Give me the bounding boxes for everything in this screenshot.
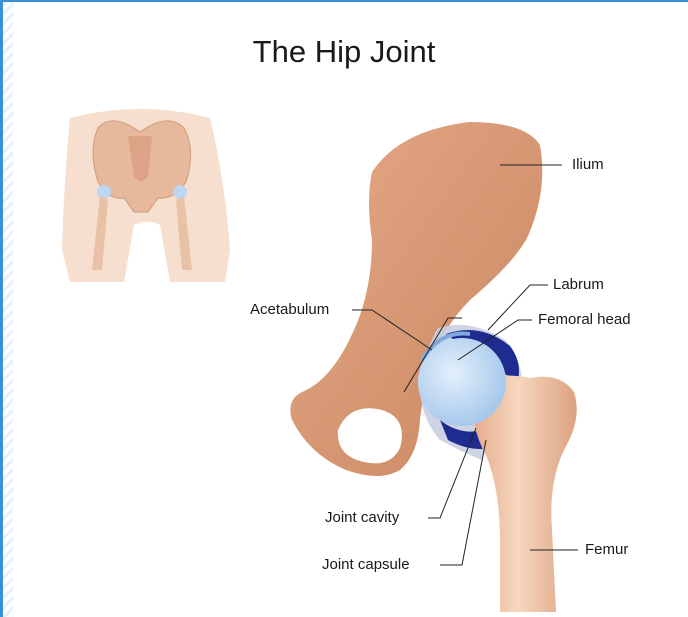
- left-hip-joint: [97, 185, 111, 199]
- pelvis-thumbnail: [62, 109, 230, 282]
- right-hip-joint: [173, 185, 187, 199]
- label-ilium: Ilium: [572, 156, 604, 173]
- femoral-head: [418, 338, 506, 426]
- label-joint-capsule: Joint capsule: [322, 556, 410, 573]
- label-joint-cavity: Joint cavity: [325, 509, 399, 526]
- label-labrum: Labrum: [553, 276, 604, 293]
- label-femur: Femur: [585, 541, 628, 558]
- label-acetabulum: Acetabulum: [250, 301, 329, 318]
- label-femoral-head: Femoral head: [538, 311, 631, 328]
